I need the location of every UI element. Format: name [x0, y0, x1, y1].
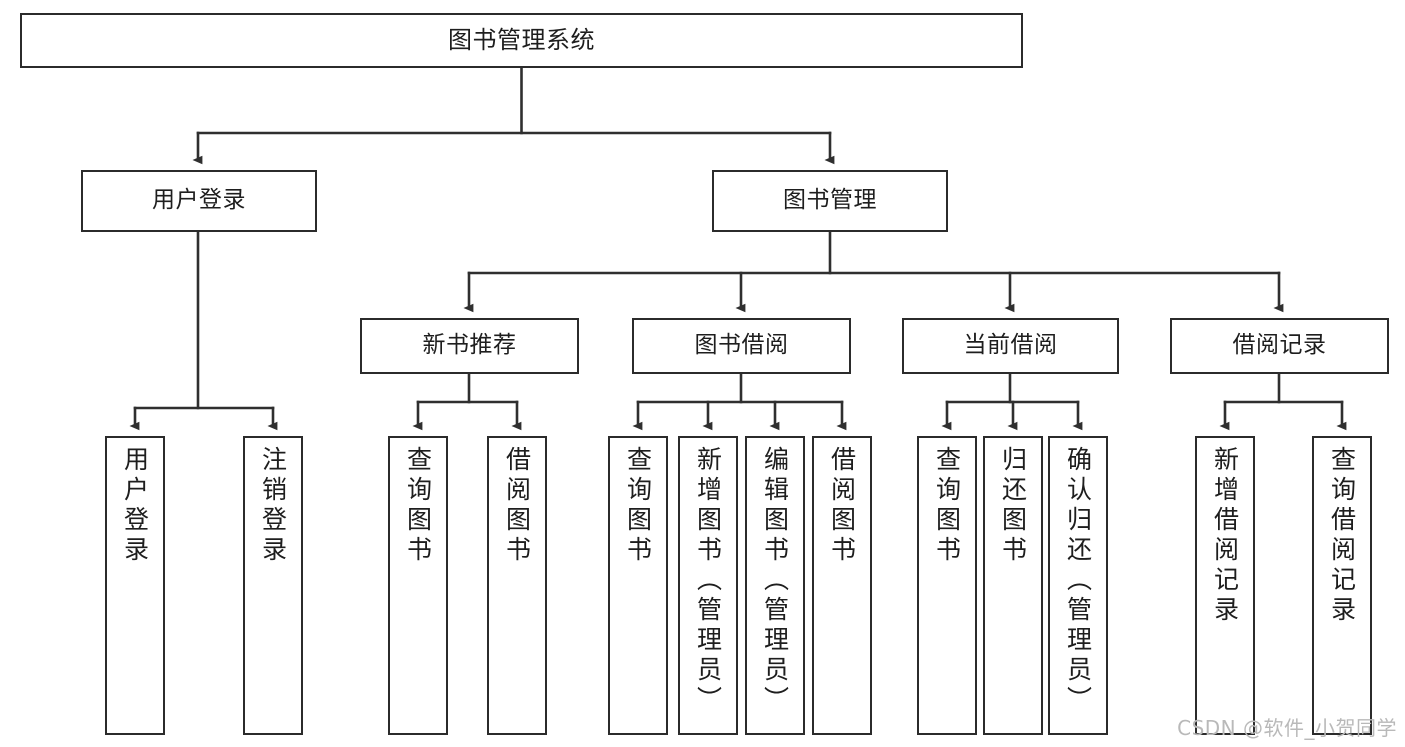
node-leaf-bb-query-book-label: 查询图书 — [623, 446, 653, 566]
node-leaf-cb-return-book-label: 归还图书 — [998, 446, 1028, 566]
node-leaf-bb-add-book[interactable]: 新增图书（管理员） — [678, 436, 738, 735]
node-leaf-rec-borrow-book-label: 借阅图书 — [502, 446, 532, 566]
node-leaf-br-add-record[interactable]: 新增借阅记录 — [1195, 436, 1255, 735]
node-leaf-bb-add-book-label: 新增图书（管理员） — [693, 446, 723, 716]
node-leaf-rec-query-book[interactable]: 查询图书 — [388, 436, 448, 735]
node-leaf-br-add-record-label: 新增借阅记录 — [1210, 446, 1240, 626]
node-leaf-bb-borrow-book[interactable]: 借阅图书 — [812, 436, 872, 735]
node-leaf-rec-query-book-label: 查询图书 — [403, 446, 433, 566]
node-book-manage-label: 图书管理 — [783, 187, 877, 214]
node-current-borrow-label: 当前借阅 — [963, 332, 1058, 359]
node-borrow-record-label: 借阅记录 — [1232, 332, 1327, 359]
node-user-login[interactable]: 用户登录 — [81, 170, 317, 232]
csdn-watermark: CSDN @软件_小贺同学 — [1177, 716, 1397, 740]
node-book-borrow-label: 图书借阅 — [694, 332, 789, 359]
node-leaf-br-query-record[interactable]: 查询借阅记录 — [1312, 436, 1372, 735]
node-leaf-cb-query-book[interactable]: 查询图书 — [917, 436, 977, 735]
node-leaf-cb-return-book[interactable]: 归还图书 — [983, 436, 1043, 735]
node-new-book-rec-label: 新书推荐 — [422, 332, 517, 359]
node-root-label: 图书管理系统 — [448, 26, 595, 55]
node-leaf-user-login[interactable]: 用户登录 — [105, 436, 165, 735]
node-leaf-cb-query-book-label: 查询图书 — [932, 446, 962, 566]
node-leaf-cb-confirm-return[interactable]: 确认归还（管理员） — [1048, 436, 1108, 735]
node-user-login-label: 用户登录 — [152, 187, 246, 214]
node-leaf-bb-edit-book-label: 编辑图书（管理员） — [760, 446, 790, 716]
node-leaf-user-logout[interactable]: 注销登录 — [243, 436, 303, 735]
node-leaf-cb-confirm-return-label: 确认归还（管理员） — [1063, 446, 1093, 716]
node-new-book-rec[interactable]: 新书推荐 — [360, 318, 579, 374]
node-leaf-user-logout-label: 注销登录 — [258, 446, 288, 566]
node-leaf-rec-borrow-book[interactable]: 借阅图书 — [487, 436, 547, 735]
node-current-borrow[interactable]: 当前借阅 — [902, 318, 1119, 374]
node-leaf-bb-query-book[interactable]: 查询图书 — [608, 436, 668, 735]
node-book-manage[interactable]: 图书管理 — [712, 170, 948, 232]
node-leaf-user-login-label: 用户登录 — [120, 446, 150, 566]
node-leaf-bb-borrow-book-label: 借阅图书 — [827, 446, 857, 566]
node-borrow-record[interactable]: 借阅记录 — [1170, 318, 1389, 374]
node-root[interactable]: 图书管理系统 — [20, 13, 1023, 68]
node-leaf-br-query-record-label: 查询借阅记录 — [1327, 446, 1357, 626]
node-leaf-bb-edit-book[interactable]: 编辑图书（管理员） — [745, 436, 805, 735]
node-book-borrow[interactable]: 图书借阅 — [632, 318, 851, 374]
